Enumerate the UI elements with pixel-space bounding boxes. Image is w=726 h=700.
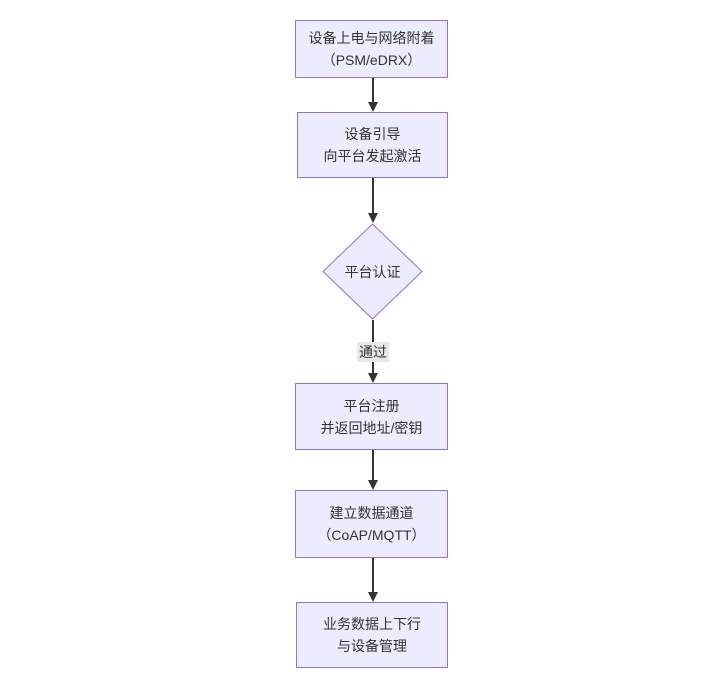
node-label-line: （CoAP/MQTT） <box>317 527 426 543</box>
edge-label-pass: 通过 <box>357 342 389 362</box>
arrowhead-icon <box>368 102 378 112</box>
flow-node-platform-auth-decision: 平台认证 <box>322 223 423 320</box>
decision-diamond-shape <box>322 223 423 320</box>
node-label-line: 平台认证 <box>344 263 401 280</box>
flow-node-data-channel: 建立数据通道 （CoAP/MQTT） <box>295 490 448 558</box>
flow-node-power-network-attach: 设备上电与网络附着 （PSM/eDRX） <box>295 20 448 78</box>
node-label-line: 设备上电与网络附着 <box>308 30 435 46</box>
node-label-line: 并返回地址/密钥 <box>320 419 423 436</box>
edge-arrow-4 <box>372 450 374 482</box>
arrowhead-icon <box>368 373 378 383</box>
node-label-line: 与设备管理 <box>337 638 407 654</box>
node-label-line: 平台注册 <box>343 397 400 414</box>
edge-arrow-5 <box>372 558 374 594</box>
flow-node-business-data-management: 业务数据上下行 与设备管理 <box>296 602 448 668</box>
node-label-line: 向平台发起激活 <box>323 148 422 164</box>
node-label-line: （PSM/eDRX） <box>321 52 422 68</box>
arrowhead-icon <box>368 213 378 223</box>
arrowhead-icon <box>368 480 378 490</box>
edge-arrow-1 <box>372 78 374 104</box>
edge-arrow-2 <box>372 178 374 215</box>
node-label-line: 建立数据通道 <box>329 505 414 521</box>
flow-node-bootstrap-activate: 设备引导 向平台发起激活 <box>297 112 448 178</box>
arrowhead-icon <box>368 592 378 602</box>
flow-node-platform-register: 平台注册 并返回地址/密钥 <box>295 383 448 450</box>
node-label-line: 设备引导 <box>344 126 401 142</box>
node-label-line: 业务数据上下行 <box>323 616 421 632</box>
